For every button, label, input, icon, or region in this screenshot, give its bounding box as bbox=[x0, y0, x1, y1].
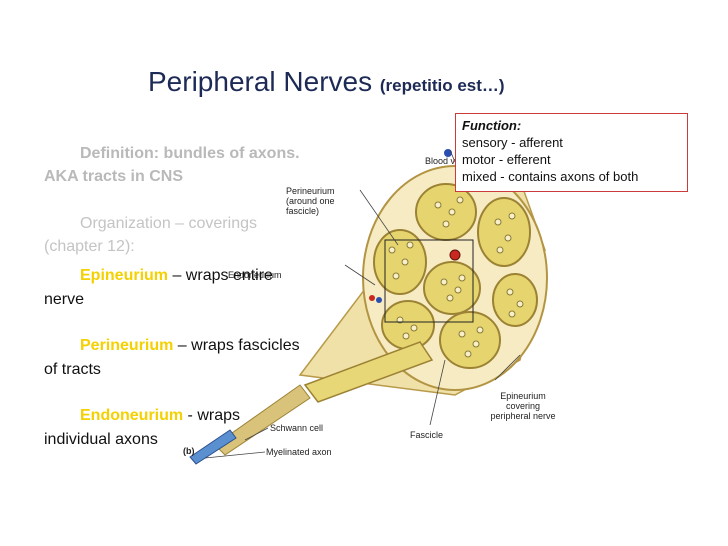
endoneurium-desc: - wraps bbox=[183, 407, 241, 424]
vessel-blue bbox=[376, 297, 382, 303]
label-epineurium: Epineurium covering peripheral nerve bbox=[483, 391, 563, 421]
label-line: covering bbox=[505, 401, 541, 411]
label-line: (around one bbox=[286, 196, 335, 206]
label-schwann-cell: Schwann cell bbox=[270, 423, 324, 433]
fascicle bbox=[415, 183, 477, 241]
label-panel: (b) bbox=[183, 446, 195, 456]
label-line: Perineurium bbox=[286, 186, 335, 196]
epineurium-note-line-2: nerve bbox=[44, 291, 85, 308]
definition-line-2: AKA tracts in CNS bbox=[44, 168, 183, 185]
fascicle bbox=[423, 261, 481, 315]
fascicle bbox=[439, 311, 501, 369]
organization-line-1: Organization – coverings bbox=[80, 215, 257, 232]
vessel-red bbox=[449, 249, 461, 261]
page-title: Peripheral Nerves (repetitio est…) bbox=[148, 66, 505, 98]
function-line: sensory - afferent bbox=[462, 135, 563, 150]
perineurium-desc: – wraps fascicles bbox=[173, 337, 300, 354]
organization-line-2: (chapter 12): bbox=[44, 238, 135, 255]
perineurium-term: Perineurium bbox=[80, 337, 174, 354]
epineurium-term: Epineurium bbox=[80, 267, 169, 284]
epineurium-desc: – wraps entire bbox=[168, 267, 273, 284]
axon-core bbox=[189, 429, 237, 465]
vessel-red bbox=[369, 295, 375, 301]
endoneurium-term: Endoneurium bbox=[80, 407, 184, 424]
function-line: motor - efferent bbox=[462, 152, 551, 167]
definition-line-1: Definition: bundles of axons. bbox=[80, 145, 300, 162]
fascicle-extension bbox=[303, 341, 434, 403]
fascicle bbox=[492, 273, 538, 327]
function-line: mixed - contains axons of both bbox=[462, 169, 639, 184]
label-line: Epineurium bbox=[500, 391, 546, 401]
endoneurium-note-line-2: individual axons bbox=[44, 431, 158, 448]
function-heading: Function: bbox=[462, 118, 522, 133]
perineurium-note: Perineurium – wraps fascicles bbox=[80, 334, 300, 357]
detail-box bbox=[384, 239, 474, 323]
title-sub: (repetitio est…) bbox=[379, 76, 505, 95]
label-fascicle: Fascicle bbox=[410, 430, 444, 440]
function-box: Function: sensory - afferent motor - eff… bbox=[455, 113, 688, 192]
title-main: Peripheral Nerves bbox=[148, 66, 373, 97]
perineurium-note-line-2: of tracts bbox=[44, 361, 101, 378]
label-myelinated-axon: Myelinated axon bbox=[266, 447, 332, 457]
schwann-cell-axon bbox=[214, 384, 311, 456]
fascicle bbox=[381, 300, 435, 350]
axon-dots bbox=[388, 196, 524, 358]
fascicle bbox=[477, 197, 531, 267]
endoneurium-note: Endoneurium - wraps bbox=[80, 404, 240, 427]
epineurium-note: Epineurium – wraps entire bbox=[80, 264, 273, 287]
label-blood-vessels: Blood vessels bbox=[425, 156, 481, 166]
label-perineurium: Perineurium (around one fascicle) bbox=[286, 186, 335, 216]
label-endoneurium: Endoneurium bbox=[228, 270, 282, 280]
label-line: fascicle) bbox=[286, 206, 320, 216]
label-line: peripheral nerve bbox=[490, 411, 556, 421]
